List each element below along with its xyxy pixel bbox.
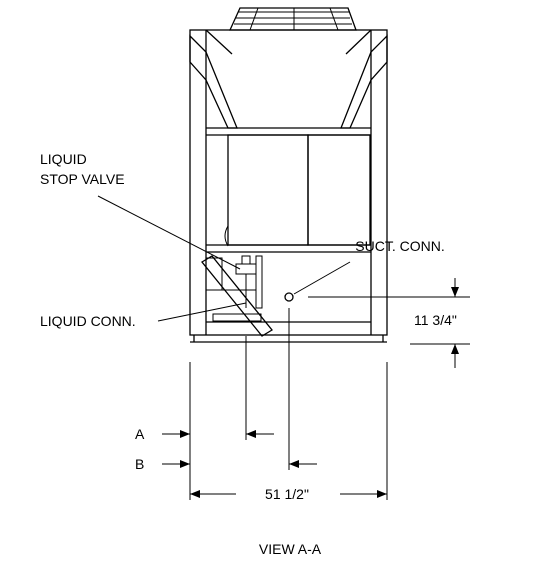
liquid-connection-label: LIQUID CONN. (40, 313, 136, 329)
dimension-b-label: B (135, 456, 144, 472)
fan-guard (228, 7, 357, 31)
view-title: VIEW A-A (259, 541, 322, 557)
liquid-stop-valve-label-line2: STOP VALVE (40, 171, 125, 187)
vertical-dimension (308, 278, 470, 368)
access-panels (206, 134, 371, 253)
suction-connection-port (284, 292, 294, 302)
overall-width-label: 51 1/2" (265, 486, 309, 502)
vertical-dimension-label: 11 3/4" (414, 312, 457, 328)
suction-connection-label: SUCT. CONN. (355, 238, 444, 254)
dimension-a-label: A (135, 426, 145, 442)
coil-v-frame (189, 29, 388, 136)
horizontal-dimensions (162, 308, 388, 500)
liquid-piping-assembly (201, 255, 371, 337)
unit-frame (189, 29, 388, 343)
liquid-stop-valve-label-line1: LIQUID (40, 151, 87, 167)
leader-lines (97, 195, 351, 322)
